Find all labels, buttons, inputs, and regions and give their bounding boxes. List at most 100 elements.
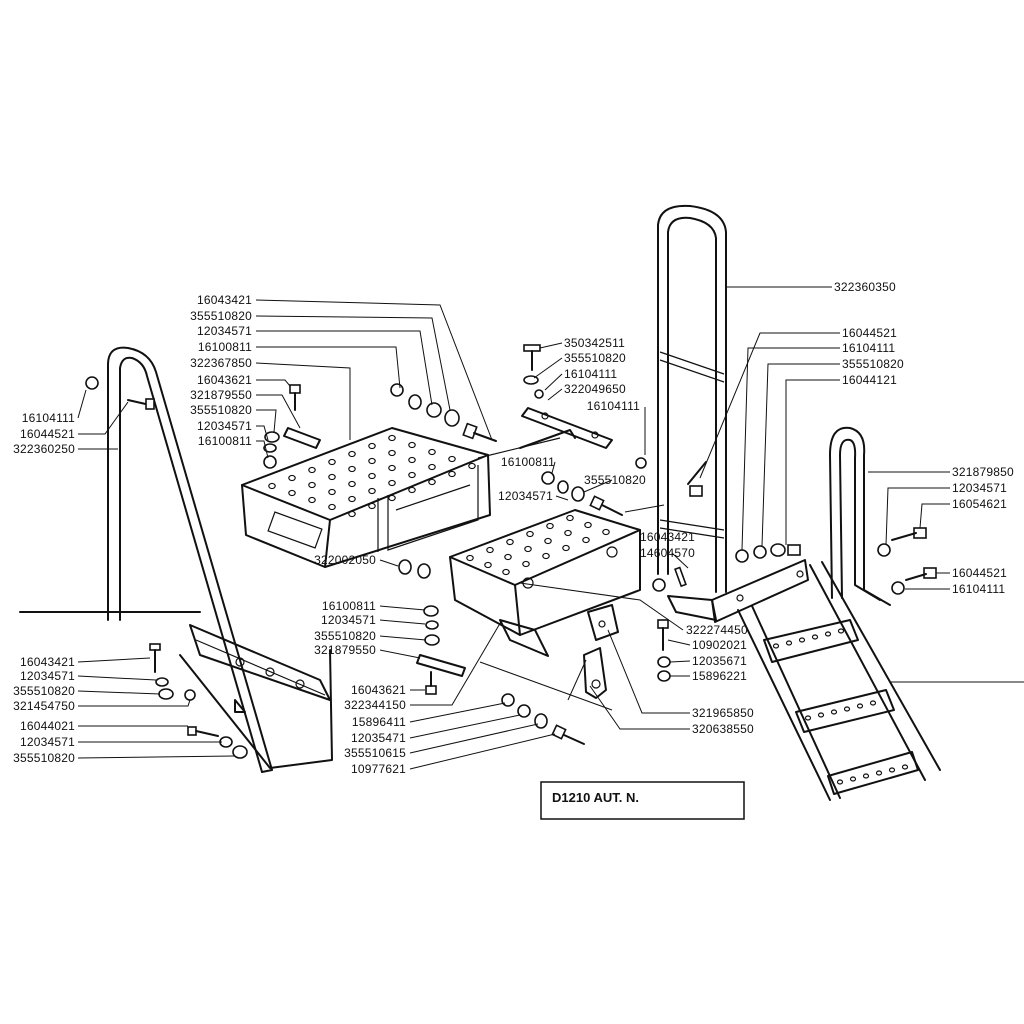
perforation-hole bbox=[348, 450, 356, 458]
perforation-hole bbox=[502, 568, 510, 576]
bolt-head-icon bbox=[551, 724, 567, 740]
washer-icon bbox=[534, 713, 548, 729]
washer-icon bbox=[557, 480, 569, 494]
lower-center-brackets bbox=[567, 604, 671, 701]
perforation-hole bbox=[428, 463, 436, 471]
part-label: 12035671 bbox=[692, 654, 747, 668]
perforation-hole bbox=[484, 561, 492, 569]
part-label: 16104111 bbox=[564, 367, 617, 381]
nut-icon bbox=[652, 578, 666, 592]
perforation-hole bbox=[368, 502, 376, 510]
right-tall-handrail bbox=[657, 204, 727, 593]
perforation-hole bbox=[348, 495, 356, 503]
perforation-hole bbox=[308, 466, 316, 474]
part-label: 12035471 bbox=[351, 731, 406, 745]
small-right-handrail bbox=[829, 426, 937, 606]
perforation-hole bbox=[408, 471, 416, 479]
perforation-hole bbox=[328, 473, 336, 481]
washer-icon bbox=[263, 443, 277, 453]
center-hinge bbox=[477, 344, 647, 469]
perforation-hole bbox=[856, 703, 864, 709]
perforation-hole bbox=[504, 553, 512, 561]
pin-icon bbox=[674, 566, 687, 588]
part-label: 16100811 bbox=[198, 340, 252, 354]
left-mount-bracket bbox=[19, 611, 333, 769]
nut-icon bbox=[423, 605, 439, 617]
perforation-hole bbox=[408, 441, 416, 449]
bolt-head-icon bbox=[289, 384, 301, 394]
perforation-hole bbox=[562, 544, 570, 552]
part-label: 355510820 bbox=[842, 357, 904, 371]
perforation-hole bbox=[348, 480, 356, 488]
perforation-hole bbox=[772, 643, 780, 649]
part-label: 12034571 bbox=[20, 669, 75, 683]
perforation-hole bbox=[804, 715, 812, 721]
perforation-hole bbox=[901, 764, 909, 770]
perforation-hole bbox=[584, 521, 592, 529]
part-label: 12034571 bbox=[498, 489, 553, 503]
washer-icon bbox=[408, 394, 422, 410]
part-label: 355510615 bbox=[344, 746, 406, 760]
perforation-hole bbox=[348, 465, 356, 473]
part-label: 355510820 bbox=[13, 684, 75, 698]
perforation-hole bbox=[466, 554, 474, 562]
perforation-hole bbox=[811, 634, 819, 640]
perforation-hole bbox=[888, 767, 896, 773]
left-lower-hardware bbox=[149, 643, 248, 759]
part-label: 16104111 bbox=[952, 582, 1005, 596]
perforation-hole bbox=[486, 546, 494, 554]
bushing-icon bbox=[398, 559, 412, 575]
nut-icon bbox=[501, 693, 515, 707]
right-handrail-hardware bbox=[735, 543, 801, 563]
part-label: 322049650 bbox=[564, 382, 626, 396]
perforation-hole bbox=[843, 706, 851, 712]
part-label: 16104111 bbox=[842, 341, 895, 355]
perforation-hole bbox=[328, 503, 336, 511]
perforation-hole bbox=[544, 537, 552, 545]
bolt-head-icon bbox=[689, 485, 703, 497]
part-label: 16104111 bbox=[587, 399, 640, 413]
washer-icon bbox=[657, 656, 671, 668]
perforation-hole bbox=[408, 456, 416, 464]
nut-icon bbox=[891, 581, 905, 595]
perforation-hole bbox=[564, 529, 572, 537]
perforation-hole bbox=[546, 522, 554, 530]
bolt-head-icon bbox=[923, 567, 937, 579]
part-label: 321965850 bbox=[692, 706, 754, 720]
left-handrail bbox=[85, 346, 273, 773]
perforation-hole bbox=[288, 489, 296, 497]
part-label: 16044021 bbox=[20, 719, 75, 733]
perforation-hole bbox=[368, 442, 376, 450]
nut-icon bbox=[184, 689, 196, 701]
perforation-hole bbox=[368, 457, 376, 465]
washer-icon bbox=[158, 688, 174, 700]
perforation-hole bbox=[862, 773, 870, 779]
nut-icon bbox=[635, 457, 647, 469]
perforation-hole bbox=[582, 536, 590, 544]
part-label: 12034571 bbox=[952, 481, 1007, 495]
center-small-hardware bbox=[263, 383, 687, 745]
washer-icon bbox=[264, 431, 280, 443]
perforation-hole bbox=[566, 514, 574, 522]
part-label: 355510820 bbox=[584, 473, 646, 487]
part-label: 15896221 bbox=[692, 669, 747, 683]
part-label: 321454750 bbox=[13, 699, 75, 713]
bolt-head-icon bbox=[462, 422, 478, 440]
bolt-head-icon bbox=[589, 495, 605, 511]
part-label: 321879850 bbox=[952, 465, 1014, 479]
part-label: 322274450 bbox=[686, 623, 748, 637]
perforation-hole bbox=[388, 479, 396, 487]
perforation-hole bbox=[348, 510, 356, 518]
drawing-code-box: D1210 AUT. N. bbox=[540, 781, 745, 820]
part-label: 321879550 bbox=[190, 388, 252, 402]
upper-step-box bbox=[241, 427, 491, 568]
perforation-hole bbox=[308, 496, 316, 504]
part-label: 350342511 bbox=[564, 336, 625, 350]
part-label: 10902021 bbox=[692, 638, 747, 652]
part-label: 12034571 bbox=[197, 419, 252, 433]
part-label: 12034571 bbox=[20, 735, 75, 749]
part-label: 12034571 bbox=[321, 613, 376, 627]
part-label: 16044521 bbox=[20, 427, 75, 441]
nut-icon bbox=[390, 383, 404, 397]
